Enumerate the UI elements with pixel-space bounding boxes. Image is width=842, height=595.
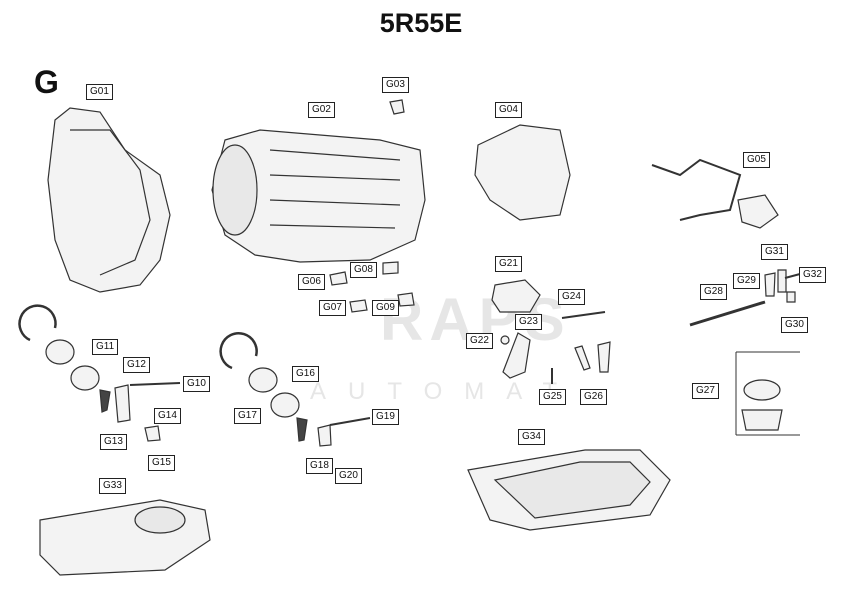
part-label-g21: G21 [495, 256, 522, 272]
part-g22 [500, 335, 510, 345]
part-label-g02: G02 [308, 102, 335, 118]
part-g32 [784, 273, 801, 279]
part-label-g31: G31 [761, 244, 788, 260]
part-label-g32: G32 [799, 267, 826, 283]
part-label-g26: G26 [580, 389, 607, 405]
part-label-g29: G29 [733, 273, 760, 289]
part-g24 [561, 311, 606, 319]
part-label-g19: G19 [372, 409, 399, 425]
wiring-harness [651, 158, 742, 221]
part-g31 [777, 269, 787, 293]
part-label-g23: G23 [515, 314, 542, 330]
part-label-g12: G12 [123, 357, 150, 373]
snap-ring-right [219, 332, 258, 370]
part-label-g07: G07 [319, 300, 346, 316]
part-label-g08: G08 [350, 262, 377, 278]
shaft-g19 [329, 417, 371, 426]
part-label-g05: G05 [743, 152, 770, 168]
part-label-g06: G06 [298, 274, 325, 290]
part-g29 [764, 272, 776, 297]
part-label-g33: G33 [99, 478, 126, 494]
part-label-g01: G01 [86, 84, 113, 100]
part-label-g20: G20 [335, 468, 362, 484]
part-label-g22: G22 [466, 333, 493, 349]
part-g27 [743, 379, 781, 401]
part-label-g27: G27 [692, 383, 719, 399]
part-label-g09: G09 [372, 300, 399, 316]
part-label-g10: G10 [183, 376, 210, 392]
part-label-g03: G03 [382, 77, 409, 93]
part-label-g25: G25 [539, 389, 566, 405]
part-label-g14: G14 [154, 408, 181, 424]
part-g12 [70, 365, 100, 391]
extension-housing [474, 124, 571, 221]
part-g11 [45, 339, 75, 365]
part-g15 [144, 425, 161, 442]
watermark-subtitle: AUTOMAT [310, 378, 580, 405]
diagram-title: 5R55E [379, 8, 463, 38]
servo-cover [491, 279, 541, 313]
valve-body [39, 499, 211, 576]
part-g26 [574, 345, 591, 371]
group-letter: G [34, 64, 59, 100]
part-label-g13: G13 [100, 434, 127, 450]
part-label-g24: G24 [558, 289, 585, 305]
part-g06 [329, 271, 348, 286]
part-label-g15: G15 [148, 455, 175, 471]
part-label-g11: G11 [92, 339, 119, 355]
part-label-g34: G34 [518, 429, 545, 445]
part-label-g04: G04 [495, 102, 522, 118]
shaft-g10 [129, 382, 181, 386]
part-g18 [317, 424, 332, 447]
part-g13 [99, 389, 111, 413]
part-g30 [786, 291, 796, 303]
part-g07 [349, 299, 368, 313]
part-g08 [382, 261, 399, 275]
part-label-g18: G18 [306, 458, 333, 474]
part-g16 [248, 367, 278, 393]
part-g03 [389, 99, 405, 115]
part-label-g30: G30 [781, 317, 808, 333]
part-g09 [397, 292, 415, 307]
bell-housing [47, 107, 171, 293]
part-g23 [502, 332, 531, 379]
part-label-g28: G28 [700, 284, 727, 300]
part-g28 [689, 300, 766, 327]
part-g17 [270, 392, 300, 418]
snap-ring-left [18, 304, 57, 342]
part-label-g17: G17 [234, 408, 261, 424]
part-label-g16: G16 [292, 366, 319, 382]
